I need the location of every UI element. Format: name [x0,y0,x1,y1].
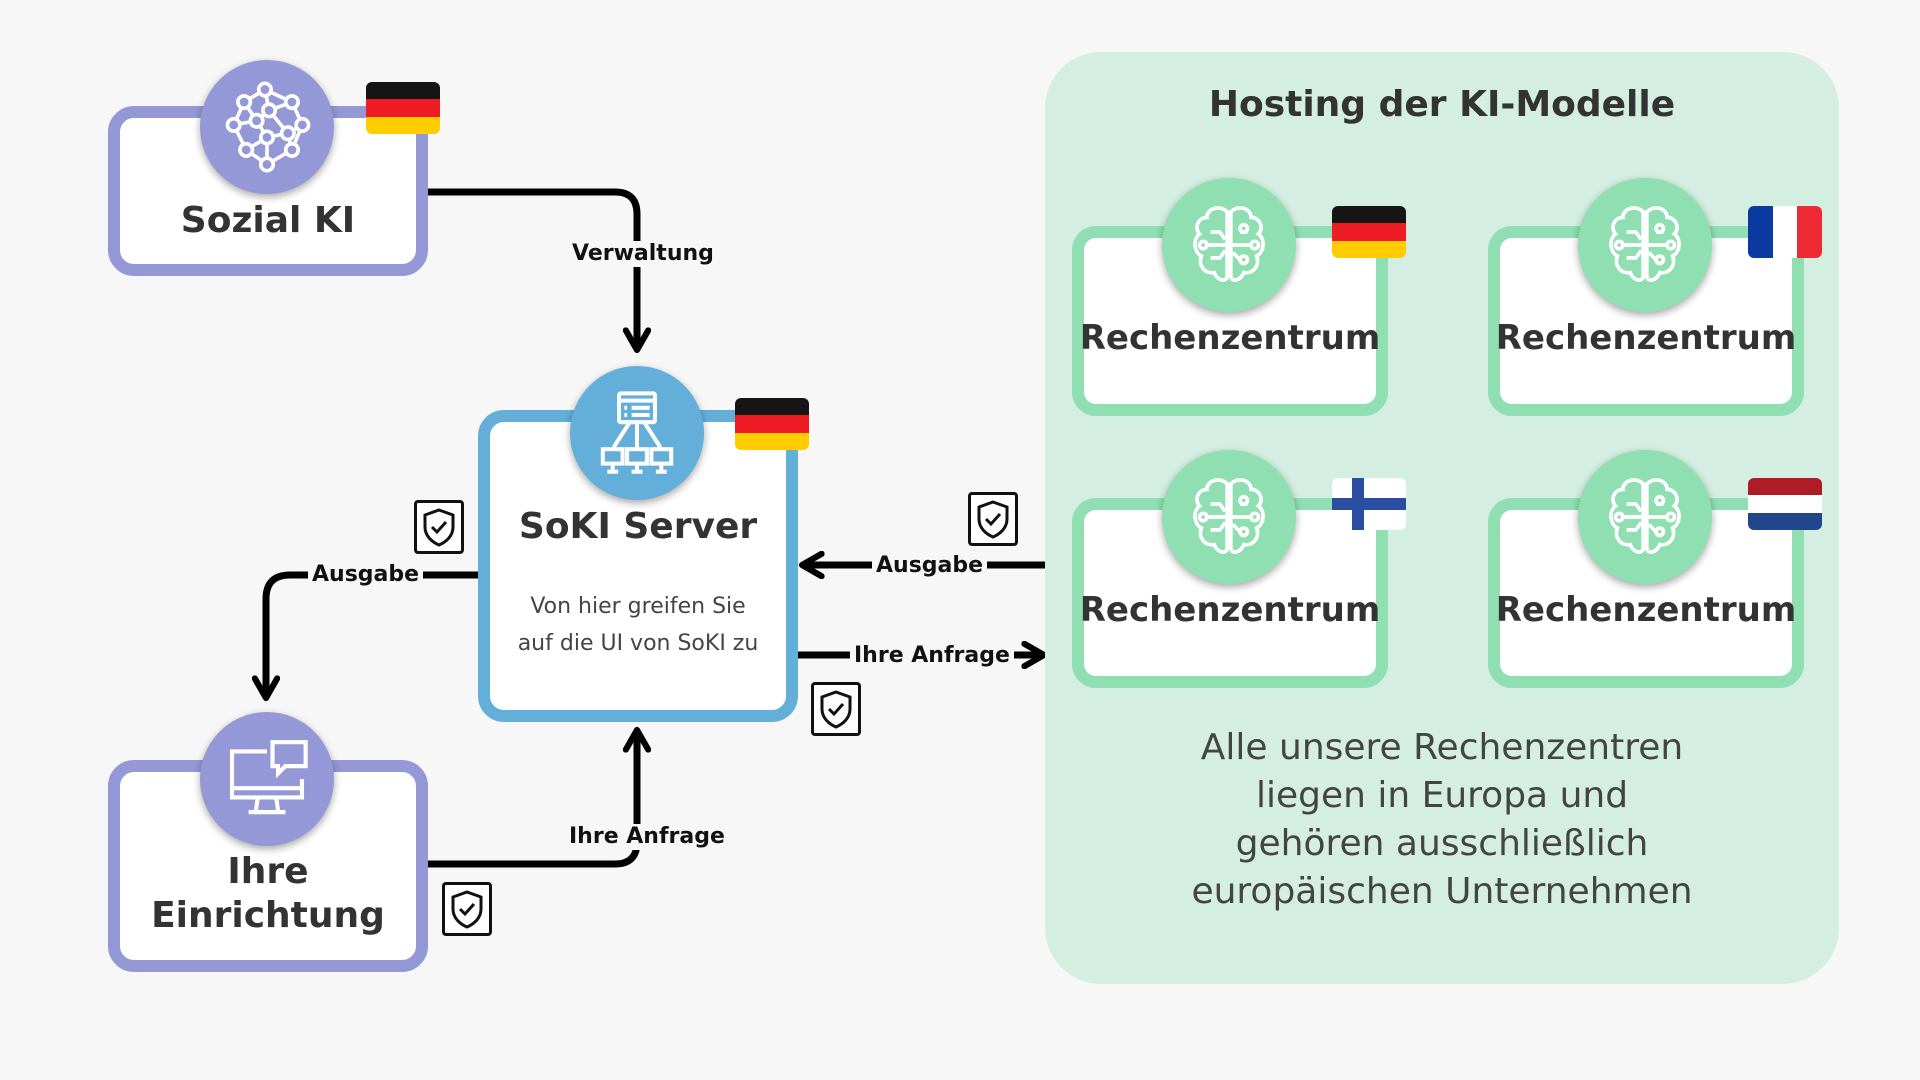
title-line: Ihre [227,851,309,892]
note-line: gehören ausschließlich [1235,823,1649,864]
ihre-einrichtung-icon-circle [200,712,334,846]
description-line: auf die UI von SoKI zu [517,631,759,656]
title-line: Einrichtung [151,895,385,936]
verwaltung-label: Verwaltung [568,241,718,267]
datacenter-icon-circle [1162,450,1296,584]
ai-brain-icon [1609,478,1681,554]
computer-chat-icon [229,740,308,815]
germany-flag-icon [366,82,440,134]
hosting-title: Hosting der KI-Modelle [1208,84,1676,125]
soki-server-title: SoKI Server [518,506,758,547]
note-line: Alle unsere Rechenzentren [1200,727,1684,768]
ausgabe-left-label: Ausgabe [308,562,424,588]
sozial-ki-icon-circle [200,60,334,194]
ausgabe-right-label: Ausgabe [872,553,988,579]
ausgabe-left-connector [266,571,478,698]
france-flag-icon [1748,206,1822,258]
datacenter-icon-circle [1578,450,1712,584]
datacenter-label: Rechenzentrum [1079,318,1381,358]
datacenter-icon-circle [1162,178,1296,312]
datacenter-label: Rechenzentrum [1079,590,1381,630]
ai-brain-icon [1609,206,1681,282]
shield-check-icon [414,500,464,554]
hosting-note: Alle unsere Rechenzentren liegen in Euro… [1045,724,1839,916]
soki-server-description: Von hier greifen Sie auf die UI von SoKI… [478,588,798,662]
germany-flag-icon [735,398,809,450]
note-line: europäischen Unternehmen [1191,871,1693,912]
ai-brain-icon [1193,206,1265,282]
note-line: liegen in Europa und [1255,775,1629,816]
netherlands-flag-icon [1748,478,1822,530]
datacenter-icon-circle [1578,178,1712,312]
shield-check-icon [811,682,861,736]
neural-network-icon [225,81,311,173]
shield-check-icon [968,492,1018,546]
description-line: Von hier greifen Sie [530,594,746,619]
ihre-einrichtung-title: Ihre Einrichtung [108,850,428,938]
datacenter-label: Rechenzentrum [1495,590,1797,630]
server-network-icon [600,391,674,474]
ai-brain-icon [1193,478,1265,554]
soki-server-icon-circle [570,366,704,500]
finland-flag-icon [1332,478,1406,530]
datacenter-label: Rechenzentrum [1495,318,1797,358]
ihre-anfrage-right-label: Ihre Anfrage [850,643,1014,669]
ihre-anfrage-bottom-label: Ihre Anfrage [565,824,729,850]
shield-check-icon [442,882,492,936]
germany-flag-icon [1332,206,1406,258]
sozial-ki-title: Sozial KI [180,200,356,241]
verwaltung-connector [428,188,637,350]
